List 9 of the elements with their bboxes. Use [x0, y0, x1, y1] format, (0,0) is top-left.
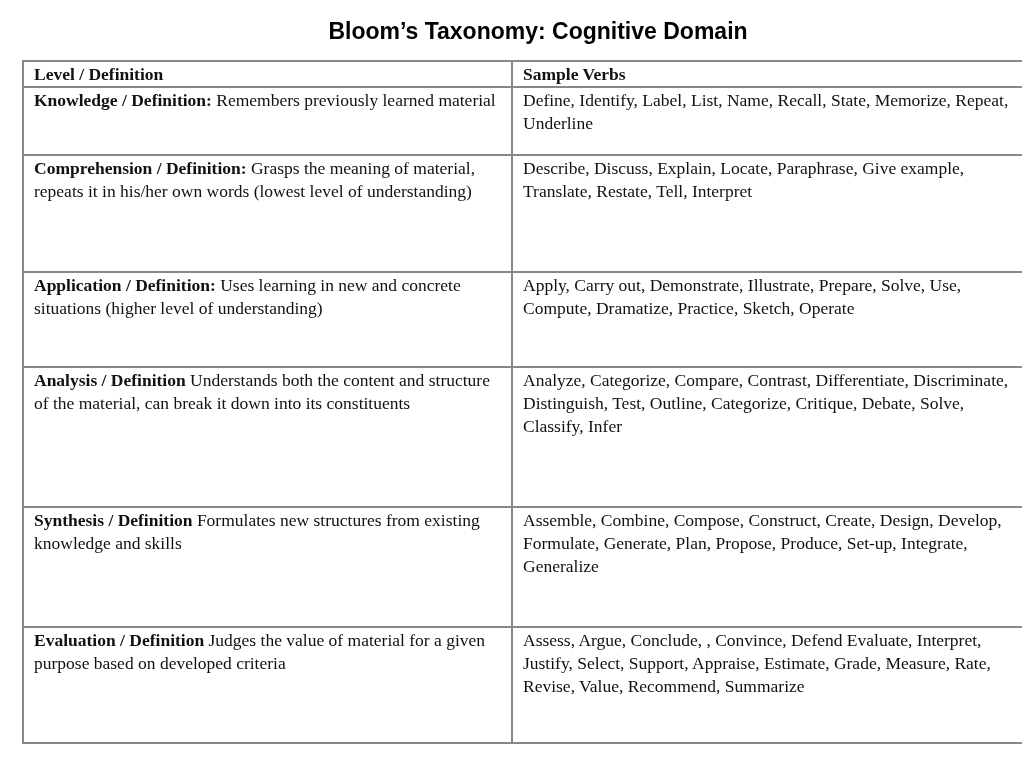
table-cell: Application / Definition: Uses learning in new and concrete situations (higher level of understanding) [23, 272, 512, 367]
table-cell: Evaluation / Definition Judges the value of material for a given purpose based on developed criteria [23, 627, 512, 743]
column-header: Level / Definition [23, 61, 512, 87]
column-header: Sample Verbs [512, 61, 1022, 87]
table-cell: Comprehension / Definition: Grasps the meaning of material, repeats it in his/her own words (lowest level of understanding) [23, 155, 512, 272]
table-cell: Analysis / Definition Understands both the content and structure of the material, can break it down into its constituents [23, 367, 512, 507]
table-cell: Synthesis / Definition Formulates new structures from existing knowledge and skills [23, 507, 512, 627]
title: Bloom’s Taxonomy: Cognitive Domain [327, 18, 749, 45]
table-cell: Knowledge / Definition: Remembers previously learned material [23, 87, 512, 155]
